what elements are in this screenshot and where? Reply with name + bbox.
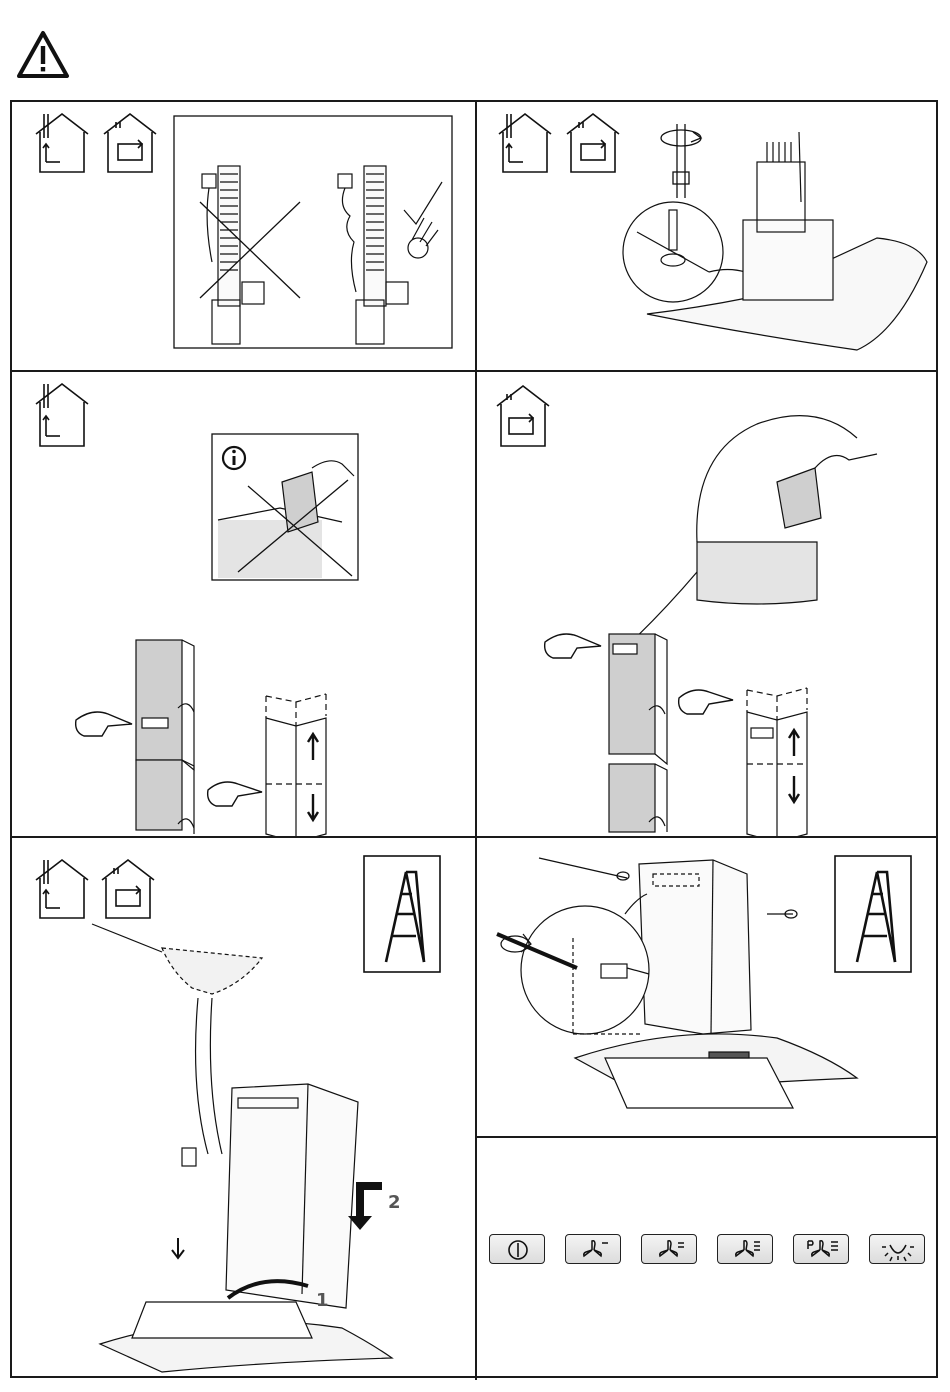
instruction-grid: 2 1 [10,100,938,1378]
magnified-detail [497,894,649,1034]
fan-speed-3-button[interactable] [717,1234,773,1264]
pointing-hand-icon [679,690,733,714]
panel-chimney-orientation-recirculation [477,372,938,836]
chimney-lower [609,764,667,832]
hood-illustration [92,924,392,1372]
panel-chimney-orientation [12,372,475,836]
extraction-mode-icon [36,384,88,446]
step-ladder-icon [364,856,440,972]
hood-illustration [647,132,927,350]
fan-speed-2-icon [642,1235,698,1265]
light-button[interactable] [869,1234,925,1264]
extraction-mode-icon [499,114,551,172]
pointing-hand-icon [545,634,601,658]
duct-illustration-wrong [200,166,300,344]
boost-button[interactable] [793,1234,849,1264]
power-button[interactable] [489,1234,545,1264]
chimney-assembled [266,694,326,836]
panel-hood-installation: 2 1 [12,838,475,1378]
recirculation-mode-icon [567,114,619,172]
duct-illustration-correct [338,166,442,344]
fan-speed-1-icon [566,1235,622,1265]
chimney-upper [609,634,667,764]
fan-speed-1-button[interactable] [565,1234,621,1264]
extraction-mode-icon [36,860,88,918]
chimney-lower [136,760,194,834]
step-label-2: 2 [388,1192,401,1213]
boost-icon [794,1235,850,1265]
fan-speed-2-button[interactable] [641,1234,697,1264]
power-icon [490,1235,546,1265]
light-icon [870,1235,926,1265]
panel-control-panel [477,1138,938,1378]
step-ladder-icon [835,856,911,972]
fan-speed-3-icon [718,1235,774,1265]
panel-screw-mounting [477,102,938,370]
pointing-hand-icon [76,712,132,736]
chimney-upper [136,640,194,770]
illustration-frame [174,116,452,348]
magnified-detail [627,416,877,646]
panel-chimney-fixing [477,838,938,1136]
pointing-hand-icon [208,782,262,806]
panel-cable-routing [12,102,475,370]
screwdriver-rotation-icon [661,124,701,198]
extraction-mode-icon [36,114,88,172]
step-label-1: 1 [316,1290,329,1311]
recirculation-mode-icon [497,386,549,446]
chimney-assembled [747,688,807,836]
recirculation-mode-icon [104,114,156,172]
warning-triangle-icon [16,30,70,80]
recirculation-mode-icon [102,860,154,918]
